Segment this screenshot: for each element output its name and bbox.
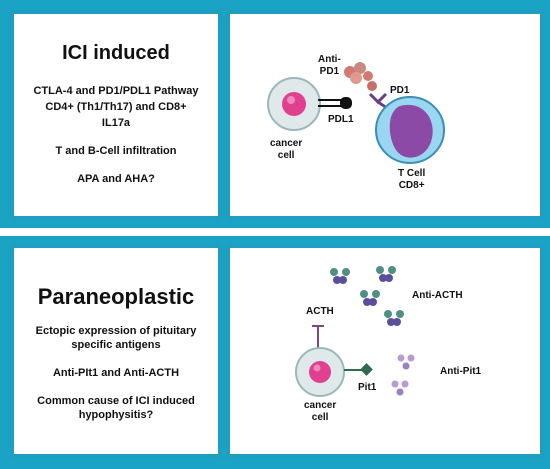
ici-line3: IL17a (101, 117, 131, 129)
pd1-label: PD1 (390, 85, 410, 96)
bottom-left-panel: Paraneoplastic Ectopic expression of pit… (10, 244, 222, 458)
pdl1-receptor-icon (318, 97, 352, 109)
cancer-cell-label-bottom-line2: cell (311, 412, 329, 423)
ici-line1: CTLA-4 and PD1/PDL1 Pathway (33, 85, 199, 97)
para-line3: Anti-PIt1 and Anti-ACTH (52, 367, 180, 379)
pdl1-label: PDL1 (328, 114, 354, 125)
acth-label: ACTH (306, 306, 334, 317)
t-cell-label: T Cell CD8+ (398, 168, 425, 192)
anti-pit1-label: Anti-Pit1 (440, 366, 482, 377)
anti-pd1-label-line1: Anti- (318, 54, 341, 65)
anti-pit1-antibody-icon (391, 354, 415, 396)
pit1-marker-icon (344, 363, 373, 376)
anti-acth-antibody-icon (330, 266, 404, 326)
ici-line5: APA and AHA? (77, 173, 155, 185)
para-line5: hypophysitis? (78, 409, 154, 421)
ici-title: ICI induced (62, 42, 170, 64)
anti-pd1-label: Anti- PD1 (318, 54, 341, 78)
cancer-cell-label-bottom-line1: cancer (304, 400, 337, 411)
cancer-cell-label: cancer cell (270, 138, 302, 162)
paraneoplastic-title: Paraneoplastic (37, 284, 195, 309)
para-line4: Common cause of ICI induced (37, 395, 195, 407)
para-line1: Ectopic expression of pituitary (35, 325, 197, 337)
paraneoplastic-illustration (295, 266, 415, 397)
bottom-right-panel: Anti-ACTH ACTH Pit1 Anti-Pit1 cancer cel… (226, 244, 544, 458)
top-left-panel: ICI induced CTLA-4 and PD1/PDL1 Pathway … (10, 10, 222, 220)
cancer-cell-icon (267, 77, 321, 131)
anti-acth-label: Anti-ACTH (412, 290, 463, 301)
cancer-cell-label-line2: cell (277, 150, 295, 161)
cancer-cell-label-bottom: cancer cell (304, 400, 336, 424)
anti-pd1-label-line2: PD1 (319, 66, 340, 77)
ici-illustration (267, 62, 445, 164)
pit1-label: Pit1 (358, 382, 377, 393)
ici-line2: CD4+ (Th1/Th17) and CD8+ (45, 101, 187, 113)
t-cell-icon (375, 96, 445, 164)
anti-pd1-antibody-icon (344, 62, 377, 91)
t-cell-label-line1: T Cell (398, 168, 426, 179)
top-right-panel: Anti- PD1 PD1 PDL1 cancer cell T Cell CD… (226, 10, 544, 220)
para-line2: specific antigens (71, 339, 161, 351)
cancer-cell-icon-bottom (295, 347, 345, 397)
ici-line4: T and B-Cell infiltration (55, 145, 177, 157)
cancer-cell-label-line1: cancer (270, 138, 303, 149)
t-cell-label-line2: CD8+ (398, 180, 425, 191)
